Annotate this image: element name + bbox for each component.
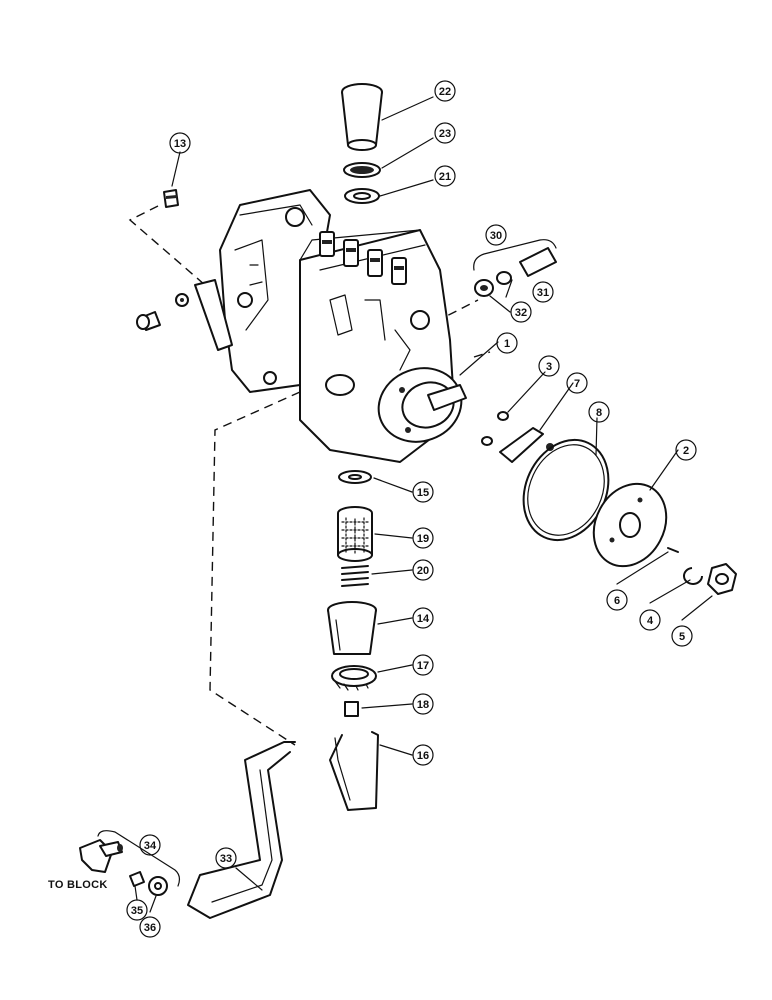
callout-5: 5 — [671, 625, 693, 647]
to-block-label: TO BLOCK — [48, 879, 108, 891]
svg-text:35: 35 — [131, 905, 143, 917]
callout-bubbles: 22 23 21 13 30 31 32 1 3 7 8 2 15 19 20 … — [126, 80, 697, 938]
callout-20: 20 — [412, 559, 434, 581]
svg-text:2: 2 — [683, 445, 689, 457]
bleed-screw — [163, 189, 179, 208]
callout-13: 13 — [169, 132, 191, 154]
callout-6: 6 — [606, 589, 628, 611]
svg-text:21: 21 — [439, 171, 451, 183]
svg-text:13: 13 — [174, 138, 186, 150]
svg-text:22: 22 — [439, 86, 451, 98]
callout-23: 23 — [434, 122, 456, 144]
fitting-assembly — [474, 247, 557, 297]
callout-31: 31 — [532, 281, 554, 303]
callout-35: 35 — [126, 899, 148, 921]
callout-3: 3 — [538, 355, 560, 377]
primer-pump-assembly — [341, 83, 383, 204]
fuel-filter-assembly — [327, 470, 379, 811]
svg-text:5: 5 — [679, 631, 685, 643]
svg-text:8: 8 — [596, 407, 602, 419]
svg-text:31: 31 — [537, 287, 549, 299]
drive-flange — [377, 367, 467, 443]
leader-lines — [134, 96, 713, 913]
svg-text:1: 1 — [504, 338, 510, 350]
callout-32: 32 — [510, 301, 532, 323]
callout-8: 8 — [588, 401, 610, 423]
callout-15: 15 — [412, 481, 434, 503]
injection-pump-body — [136, 189, 467, 463]
callout-4: 4 — [639, 609, 661, 631]
svg-text:17: 17 — [417, 660, 429, 672]
svg-text:23: 23 — [439, 128, 451, 140]
svg-text:16: 16 — [417, 750, 429, 762]
callout-33: 33 — [215, 847, 237, 869]
bracket-30 — [473, 239, 557, 271]
callout-34: 34 — [139, 834, 161, 856]
callout-17: 17 — [412, 654, 434, 676]
callout-14: 14 — [412, 607, 434, 629]
svg-text:4: 4 — [647, 615, 654, 627]
svg-text:3: 3 — [546, 361, 552, 373]
callout-7: 7 — [566, 372, 588, 394]
governor-lever — [136, 279, 233, 351]
delivery-valve-holders — [319, 231, 407, 285]
callout-36: 36 — [139, 916, 161, 938]
svg-text:6: 6 — [614, 595, 620, 607]
callout-1: 1 — [496, 332, 518, 354]
svg-text:14: 14 — [417, 613, 430, 625]
svg-text:20: 20 — [417, 565, 429, 577]
callout-21: 21 — [434, 165, 456, 187]
callout-30: 30 — [485, 224, 507, 246]
svg-text:18: 18 — [417, 699, 429, 711]
callout-16: 16 — [412, 744, 434, 766]
svg-text:7: 7 — [574, 378, 580, 390]
callout-2: 2 — [675, 439, 697, 461]
front-cover-parts — [481, 411, 737, 595]
svg-text:33: 33 — [220, 853, 232, 865]
callout-18: 18 — [412, 693, 434, 715]
svg-text:34: 34 — [144, 840, 157, 852]
svg-text:15: 15 — [417, 487, 429, 499]
callout-19: 19 — [412, 527, 434, 549]
svg-text:32: 32 — [515, 307, 527, 319]
callout-22: 22 — [434, 80, 456, 102]
svg-text:19: 19 — [417, 533, 429, 545]
return-pipe — [187, 741, 296, 919]
svg-text:36: 36 — [144, 922, 156, 934]
svg-text:30: 30 — [490, 230, 502, 242]
block-fitting-assembly — [79, 830, 181, 896]
